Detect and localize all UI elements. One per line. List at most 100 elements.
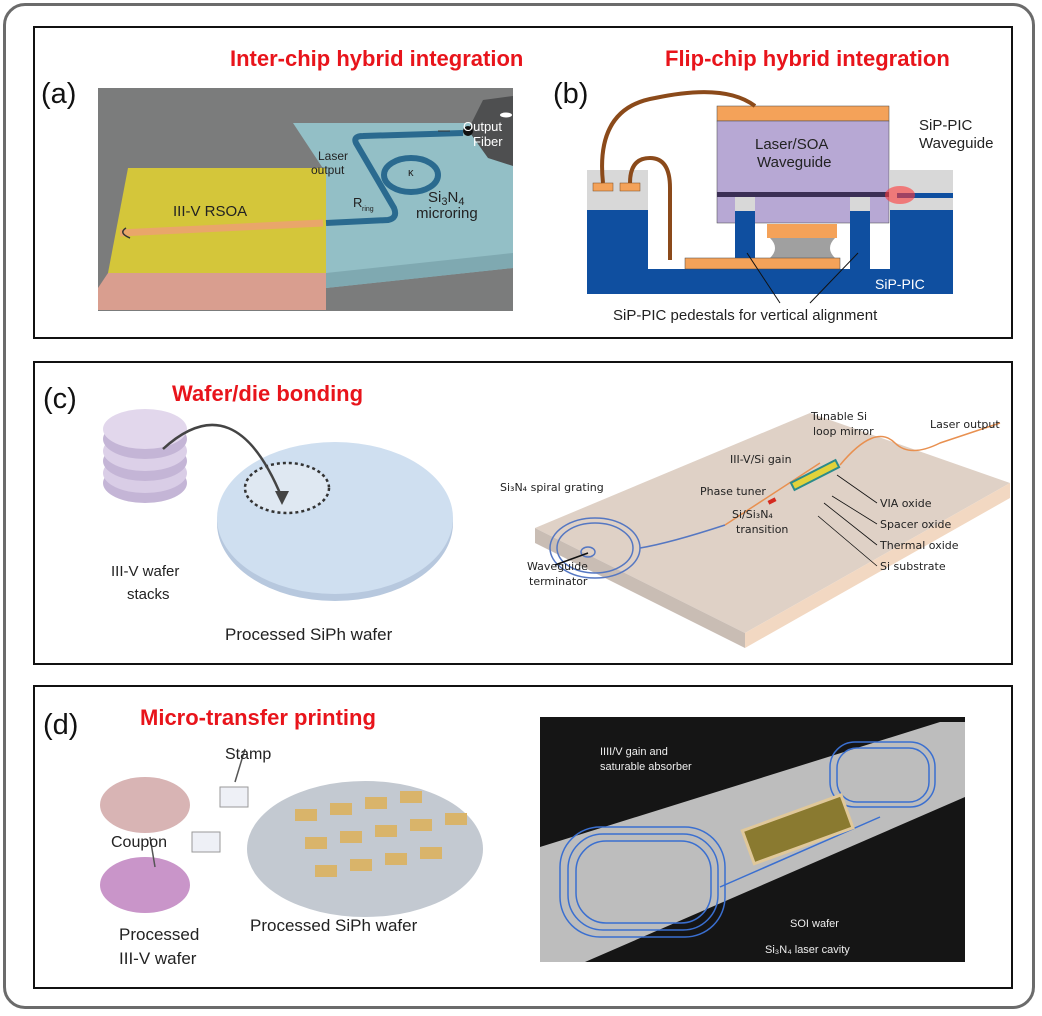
r-ring-sub: ring [362,206,374,213]
si-waveguide [724,462,821,526]
stacks-label-2: stacks [127,586,170,603]
sip-wg-label-1: SiP-PIC [919,117,973,134]
rsoa-waveguide [119,219,324,237]
gain-chip [740,792,855,866]
gain-label-2: saturable absorber [600,761,692,773]
panel-ab: Inter-chip hybrid integration (a) III-V … [33,26,1013,339]
fiber-highlight [500,112,512,118]
stamp-bottom [191,831,221,853]
laser-output-label-1: Laser [318,149,348,163]
microring [381,155,441,195]
kappa-label: κ [408,167,414,179]
pedestal-cap [735,197,755,211]
pedestal-cap [850,197,870,211]
siph-wafer [217,442,453,594]
si3n4-chip-side [326,253,513,288]
loop-mirror [839,422,1001,466]
stamp-pointer [234,748,246,783]
panel-a-illustration: III-V RSOA Laser output R ring κ Si3N4 m… [98,88,513,311]
phase-label: Phase tuner [700,485,766,498]
transition-label-1: Si/Si₃N₄ [732,508,773,521]
pedestal-pointer [746,252,781,304]
laser-output-label-2: output [311,163,345,177]
si3n4-waveguide [325,130,464,226]
transition-label-2: transition [736,523,788,536]
panel-d: (d) Micro-transfer printing Stamp Coupon… [33,685,1013,989]
panel-b-illustration: SiP-PIC Laser/SOA Waveguide SiP-PIC Wave… [587,90,994,324]
gain-label-1: IIII/V gain and [600,746,668,758]
coupon-label: Coupon [111,834,167,851]
pedestal [850,197,870,269]
r-ring-label: R [353,195,362,210]
sip-pic-base [587,269,953,294]
microring-label-1: Si3N4 [428,189,464,208]
phase-tuner [767,497,777,505]
rsoa-chip-side [98,273,326,310]
fiber-label-1: Output [463,119,502,134]
panel-c-letter: (c) [43,383,77,415]
panel-d-title: Micro-transfer printing [140,705,376,730]
panel-a-title: Inter-chip hybrid integration [230,46,524,71]
microring-label-2: microring [416,205,478,222]
panel-d-letter: (d) [43,709,79,741]
gain-label: III-V/Si gain [730,453,792,466]
siph-wafer-label: Processed SiPh wafer [250,916,418,935]
chip-side [745,483,1010,648]
transfer-arrow [162,423,284,499]
tunable-label-2: loop mirror [813,425,874,438]
figure-frame [3,3,1035,1009]
iii-v-wafer-stack [103,409,187,503]
gain-section [789,458,841,492]
solder-bump [770,238,835,258]
laser-waveguide [717,192,889,197]
panel-d-right-illustration: IIII/V gain and saturable absorber SOI w… [540,717,965,962]
bond-wire [600,90,757,184]
reflection-arrow-icon [122,227,131,239]
solder-top [767,224,837,238]
pedestals-label: SiP-PIC pedestals for vertical alignment [613,307,878,324]
iii-v-wafer-top [100,777,190,833]
terminator-pointer [554,552,589,566]
stacks-label-1: III-V wafer [111,563,179,580]
via-label: VIA oxide [880,497,932,510]
tunable-label-1: Tunable Si [810,410,867,423]
proc-iii-label-2: III-V wafer [119,949,197,968]
panel-b-letter: (b) [553,78,589,110]
iii-v-wafer-bottom [100,857,190,913]
spiral-label: Si₃N₄ spiral grating [500,481,604,494]
substrate-pointer [817,515,878,567]
si3n4-waveguide [639,524,726,549]
sip-waveguide [897,193,953,198]
terminator-label-1: Waveguide [527,560,588,573]
panel-b-title: Flip-chip hybrid integration [665,46,950,71]
siph-wafer-label: Processed SiPh wafer [225,625,393,644]
bond-pad [592,182,614,192]
coupon-pointer [149,836,156,868]
spiral-center [580,546,596,558]
chip-front [535,528,745,648]
panel-c: (c) Wafer/die bonding III-V wafer stacks… [33,361,1013,665]
light-beam [885,186,915,204]
terminator-label-2: terminator [529,575,588,588]
si3n4-chip-top [293,123,513,288]
stamp-label: Stamp [225,746,271,763]
panel-c-title: Wafer/die bonding [172,381,364,406]
panel-a-letter: (a) [41,78,77,110]
arrow-head-icon [275,491,289,505]
panel-c-right-illustration: Si₃N₄ spiral grating Phase tuner III-V/S… [500,410,1010,648]
bonding-area [243,461,331,515]
cavity-label: Si₃N₄ laser cavity [765,944,850,956]
laser-output-label: Laser output [930,418,1000,431]
laser-top-contact [716,105,890,122]
coupon-grid [295,791,467,877]
pedestal [735,197,755,269]
sip-wg-label-2: Waveguide [919,135,994,152]
laser-label-2: Waveguide [757,154,832,171]
spiral-grating [556,522,634,574]
fiber-label-2: Fiber [473,134,503,149]
substrate-label: Si substrate [880,560,946,573]
panel-c-left-illustration: III-V wafer stacks Processed SiPh wafer [103,409,453,644]
proc-iii-label-1: Processed [119,925,199,944]
spacer-pointer [831,495,878,525]
laser-label-1: Laser/SOA [755,136,828,153]
